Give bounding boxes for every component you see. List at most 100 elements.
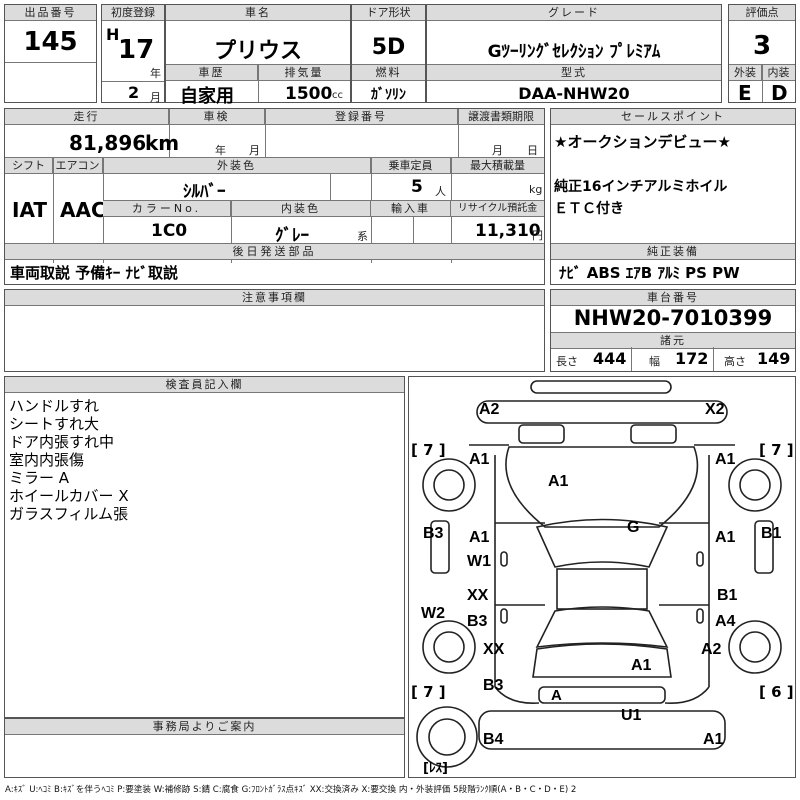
lot-label: 出品番号 [5, 5, 96, 21]
code-rear-fender-r: A2 [701, 641, 722, 658]
insp-month-unit: 月 [249, 144, 260, 157]
door-type: 5D [371, 35, 406, 60]
mileage-label: 走行 [5, 109, 169, 125]
code-front-right: X2 [705, 401, 725, 418]
details-box: 走行 車検 登録番号 譲渡書類期限 81,896 km 年 月 月 日 シフト … [4, 108, 545, 285]
later-parts-label: 後日発送部品 [5, 244, 544, 260]
inspector-label: 検査員記入欄 [5, 377, 404, 393]
sales-label: セールスポイント [551, 109, 795, 125]
transfer-label: 譲渡書類期限 [458, 109, 544, 125]
car-name-box: 車名 プリウス 車歴 排気量 自家用 1500 cc [165, 4, 351, 107]
color-no: 1C0 [151, 221, 188, 241]
interior-label: 内装 [762, 64, 795, 81]
office-label: 事務局よりご案内 [5, 719, 404, 735]
code-roof: G [627, 519, 640, 536]
notes-label: 注意事項欄 [5, 290, 544, 306]
inspector-line-2: シートすれ大 [9, 415, 100, 433]
equipment: ﾅﾋﾞ ABS ｴｱB ｱﾙﾐ PS PW [559, 264, 740, 282]
inspector-line-3: ドア内張すれ中 [9, 433, 115, 451]
import-label: 輸入車 [371, 201, 451, 217]
model: DAA-NHW20 [518, 84, 630, 103]
score-box: 評価点 3 外装 内装 E D [728, 4, 796, 105]
first-reg-label: 初度登録 [102, 5, 164, 21]
code-rear-plate: A [551, 687, 562, 704]
code-rear-bumper-l: B4 [483, 731, 504, 748]
code-pillar-l: B3 [423, 525, 444, 542]
exterior-label: 外装 [729, 64, 762, 81]
width: 172 [675, 349, 709, 368]
interior-color: ｸﾞﾚｰ [275, 226, 309, 246]
inspector-box: 検査員記入欄 ハンドルすれ シートすれ大 ドア内張すれ中 室内内張傷 ミラー A… [4, 376, 405, 718]
color-no-label: カラーNo. [103, 201, 231, 217]
code-front-left: A2 [479, 401, 500, 418]
length-label: 長さ [556, 355, 578, 368]
later-parts: 車両取説 予備ｷｰ ﾅﾋﾞ取説 [10, 264, 178, 282]
score-label: 評価点 [729, 5, 795, 21]
car-name: プリウス [213, 39, 302, 64]
color-label: 外装色 [103, 158, 371, 174]
displacement: 1500 [285, 84, 333, 104]
reg-no-label: 登録番号 [265, 109, 458, 125]
shift-label: シフト [5, 158, 53, 174]
length: 444 [593, 349, 627, 368]
sales-line-3: ＥＴＣ付き [554, 201, 624, 217]
code-door-rr: A4 [715, 613, 736, 630]
fuel: ｶﾞｿﾘﾝ [371, 87, 406, 103]
capacity-unit: 人 [435, 185, 446, 198]
displacement-label: 排気量 [258, 64, 350, 81]
tire-fl: [ 7 ] [411, 441, 446, 459]
grade-box: グレード Gﾂｰﾘﾝｸﾞｾﾚｸｼｮﾝ ﾌﾟﾚﾐｱﾑ 型式 DAA-NHW20 [426, 4, 722, 103]
reg-year: 17 [118, 35, 155, 65]
code-pillar-r: B1 [761, 525, 782, 542]
capacity: 5 [411, 177, 423, 197]
code-rear-bumper: U1 [621, 707, 642, 724]
tire-rr: [ 6 ] [759, 683, 794, 701]
month-unit: 月 [150, 91, 161, 104]
recycle-unit: 円 [532, 229, 543, 242]
reg-month: 2 [128, 83, 140, 102]
era: H [106, 25, 120, 44]
office-box: 事務局よりご案内 [4, 718, 405, 778]
code-door-fl: A1 [469, 529, 490, 546]
code-door-fr: A1 [715, 529, 736, 546]
lot-number: 145 [23, 27, 78, 57]
load-unit: kg [529, 183, 543, 196]
inspector-line-6: ホイールカバー X [9, 487, 129, 505]
ac: AAC [60, 198, 106, 222]
height-label: 高さ [724, 355, 746, 368]
tire-rl: [ 7 ] [411, 683, 446, 701]
equipment-label: 純正装備 [551, 244, 795, 260]
door-box: ドア形状 5D 燃料 ｶﾞｿﾘﾝ [351, 4, 426, 103]
chassis-box: 車台番号 NHW20-7010399 諸元 長さ 444 幅 172 高さ 14… [550, 289, 796, 372]
recycle: 11,310 [475, 221, 541, 241]
code-fender-fl: A1 [469, 451, 490, 468]
car-diagram-box: A2 X2 A1 A1 A1 G B3 B1 A1 W1 A1 XX B3 B1… [408, 376, 796, 778]
code-trunk: A1 [631, 657, 652, 674]
lot-box: 出品番号 145 [4, 4, 97, 103]
code-door-rl-top: XX [467, 587, 489, 604]
year-unit: 年 [150, 67, 161, 80]
code-rear-l: B3 [483, 677, 504, 694]
int-color-label: 内装色 [231, 201, 371, 217]
code-rear-fender-l: XX [483, 641, 505, 658]
tire-fr: [ 7 ] [759, 441, 794, 459]
mileage-unit: km [145, 131, 180, 155]
mileage: 81,896 [69, 131, 147, 155]
tire-spare: [ﾚｽ] [423, 761, 448, 776]
exterior-score: E [738, 81, 752, 105]
code-rear-bumper-r: A1 [703, 731, 724, 748]
code-door-rl: B3 [467, 613, 488, 630]
notes-box: 注意事項欄 [4, 289, 545, 372]
chassis-number: NHW20-7010399 [573, 306, 773, 330]
chassis-label: 車台番号 [551, 290, 795, 306]
grade-label: グレード [427, 5, 721, 21]
transfer-month-unit: 月 [492, 144, 503, 157]
height: 149 [757, 349, 791, 368]
inspector-line-5: ミラー A [9, 469, 70, 487]
capacity-label: 乗車定員 [371, 158, 451, 174]
sales-point-box: セールスポイント ★オークションデビュー★ 純正16インチアルミホイル ＥＴＣ付… [550, 108, 796, 285]
car-outline [416, 380, 782, 768]
history: 自家用 [180, 86, 234, 107]
sales-line-1: ★オークションデビュー★ [554, 133, 731, 151]
recycle-label: リサイクル預託金 [451, 201, 544, 217]
